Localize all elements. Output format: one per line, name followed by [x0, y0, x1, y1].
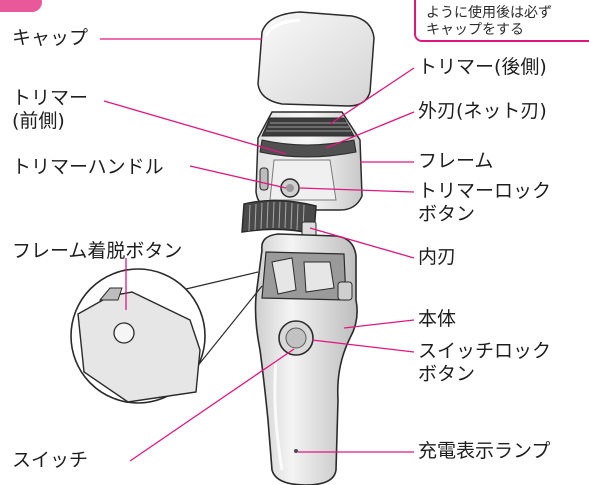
cap-label: キャップ — [12, 27, 89, 49]
outer-blade-label: 外刃(ネット刃) — [418, 100, 547, 122]
trimmer-lock-button-label-line-2: ボタン — [418, 203, 476, 225]
charge-lamp-label: 充電表示ランプ — [418, 440, 551, 462]
release-button-inset — [70, 268, 263, 404]
trimmer-handle-label: トリマーハンドル — [12, 156, 164, 178]
frame-label: フレーム — [418, 150, 494, 172]
switch-lock-button-label-line-1: スイッチロック — [418, 340, 552, 362]
switch-lock-button-label: スイッチロック ボタン — [418, 340, 551, 386]
body-label: 本体 — [418, 308, 457, 330]
frame-part — [255, 111, 363, 211]
inner-blade-part — [241, 199, 317, 237]
frame-release-button-label: フレーム着脱ボタン — [12, 240, 183, 262]
corner-tab — [0, 0, 42, 12]
leader-lines — [100, 38, 415, 462]
inner-blade-label: 内刃 — [418, 246, 457, 268]
caution-note-line-2: キャップをする — [426, 22, 524, 38]
switch-label: スイッチ — [12, 449, 89, 471]
main-body-part — [254, 233, 358, 485]
trimmer-front-label-line-1: トリマー — [12, 87, 89, 109]
trimmer-front-label-line-2: (前側) — [12, 110, 65, 132]
trimmer-rear-label: トリマー(後側) — [418, 56, 547, 78]
caution-note-line-1: ように使用後は必ず — [426, 5, 552, 21]
cap-part — [257, 11, 375, 107]
trimmer-lock-button-label: トリマーロック ボタン — [418, 180, 551, 226]
switch-lock-button-label-line-2: ボタン — [418, 363, 476, 385]
trimmer-front-label: トリマー (前側) — [12, 87, 88, 133]
trimmer-lock-button-label-line-1: トリマーロック — [418, 180, 552, 202]
caution-note: ように使用後は必ず キャップをする — [414, 0, 589, 42]
